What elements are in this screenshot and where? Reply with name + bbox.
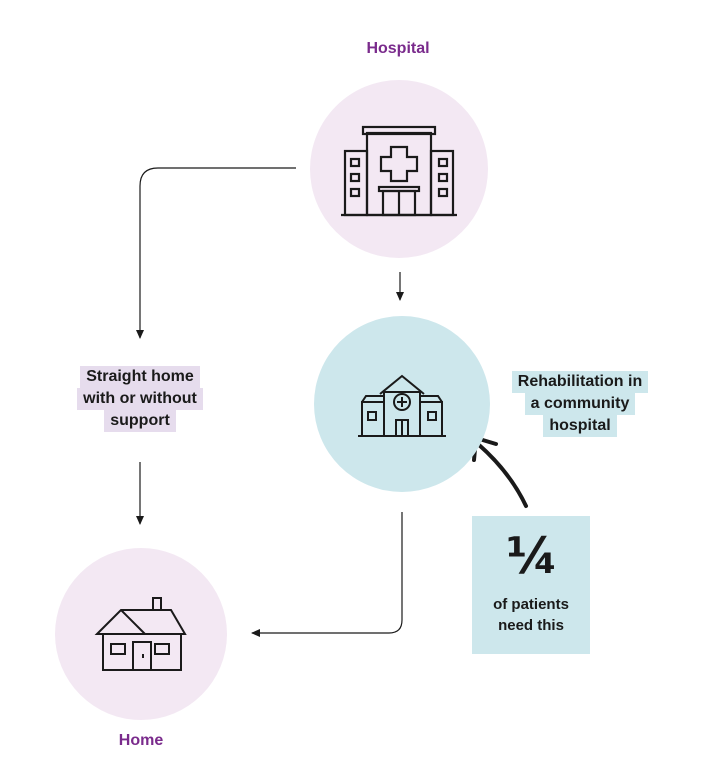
community-hospital-circle [314,316,490,492]
home-title: Home [118,732,164,749]
stat-caption-line-1: of patients [493,596,569,613]
arrow-rehab-to-home [251,512,403,637]
stat-box: ¼ of patients need this [472,516,590,654]
rehab-line-3: hospital [543,415,617,437]
community-hospital-icon [358,374,446,437]
rehab-label: Rehabilitation in a community hospital [500,371,660,437]
straight-home-line-3: support [104,410,176,432]
straight-home-line-1: Straight home [80,366,200,388]
stat-caption-line-2: need this [498,617,564,634]
straight-home-line-2: with or without [77,388,203,410]
hospital-circle [310,80,488,258]
home-circle [55,548,227,720]
house-icon [94,597,187,671]
hospital-building-icon [341,125,457,217]
rehab-line-2: a community [524,393,636,415]
stat-fraction: ¼ [506,527,558,585]
rehab-line-1: Rehabilitation in [511,371,649,393]
stat-pointer-arrow [476,442,528,508]
straight-home-label: Straight home with or without support [60,366,220,432]
arrow-hospital-to-straight-home [136,167,296,339]
hospital-title: Hospital [366,40,430,57]
